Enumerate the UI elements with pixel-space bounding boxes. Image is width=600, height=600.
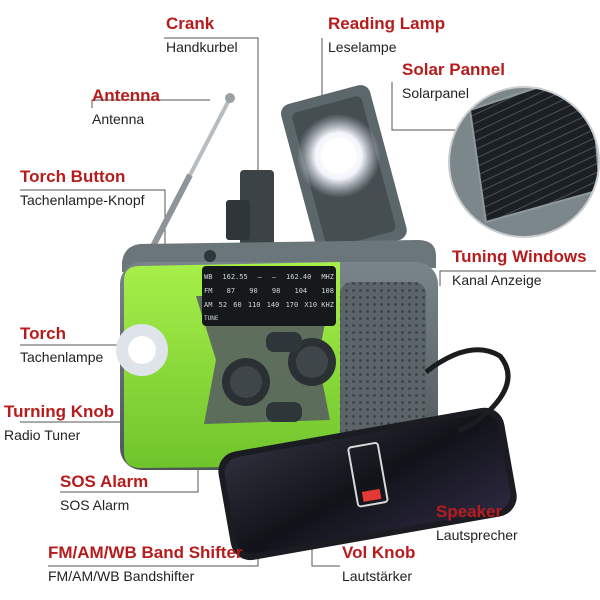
volume-knob bbox=[288, 338, 336, 386]
label-antenna: Antenna Antenna bbox=[92, 86, 192, 127]
crank-handle bbox=[226, 170, 274, 250]
label-torch-button-title: Torch Button bbox=[20, 167, 126, 186]
label-solar-subtitle: Solarpanel bbox=[402, 84, 469, 101]
label-antenna-subtitle: Antenna bbox=[92, 110, 145, 127]
label-torch-title: Torch bbox=[20, 324, 66, 343]
label-turning-knob-subtitle: Radio Tuner bbox=[4, 426, 81, 443]
tuning-window bbox=[202, 266, 336, 326]
dial-row-am: AM 52 60 110 140 170 X10 KHZ bbox=[204, 301, 334, 309]
label-speaker: Speaker Lautsprecher bbox=[436, 502, 556, 543]
label-band-shifter-subtitle: FM/AM/WB Bandshifter bbox=[48, 567, 195, 584]
label-crank-subtitle: Handkurbel bbox=[166, 38, 238, 55]
label-band-shifter: FM/AM/WB Band Shifter FM/AM/WB Bandshift… bbox=[48, 543, 258, 584]
smartphone bbox=[218, 407, 517, 561]
antenna-rod bbox=[147, 93, 235, 254]
leader-antenna bbox=[91, 99, 210, 108]
label-solar: Solar Pannel Solarpanel bbox=[402, 60, 522, 101]
usb-cable bbox=[424, 347, 511, 433]
label-tuning-window-title: Tuning Windows bbox=[452, 247, 587, 266]
label-band-shifter-title: FM/AM/WB Band Shifter bbox=[48, 543, 243, 562]
label-sos-alarm-title: SOS Alarm bbox=[60, 472, 149, 491]
band-switch bbox=[266, 332, 302, 352]
sos-switch bbox=[266, 402, 302, 422]
label-sos-alarm-subtitle: SOS Alarm bbox=[60, 496, 130, 513]
reading-lamp-panel bbox=[281, 85, 407, 259]
label-sos-alarm: SOS Alarm SOS Alarm bbox=[60, 472, 180, 513]
label-vol-knob-subtitle: Lautstärker bbox=[342, 567, 413, 584]
label-speaker-subtitle: Lautsprecher bbox=[436, 526, 518, 543]
label-speaker-title: Speaker bbox=[436, 502, 503, 521]
label-torch-button: Torch Button Tachenlampe-Knopf bbox=[20, 167, 170, 208]
label-torch: Torch Tachenlampe bbox=[20, 324, 120, 365]
speaker-grill bbox=[340, 282, 426, 452]
leader-crank bbox=[164, 37, 259, 170]
label-antenna-title: Antenna bbox=[92, 86, 160, 105]
dial-row-fm: FM 87 90 98 104 108 bbox=[204, 287, 334, 295]
label-turning-knob-title: Turning Knob bbox=[4, 402, 115, 421]
label-solar-title: Solar Pannel bbox=[402, 60, 505, 79]
leader-tuning bbox=[439, 270, 596, 286]
tuning-knob bbox=[222, 358, 270, 406]
label-tuning-window-subtitle: Kanal Anzeige bbox=[452, 271, 542, 288]
label-tuning-window: Tuning Windows Kanal Anzeige bbox=[452, 247, 594, 288]
leader-solar bbox=[391, 82, 455, 131]
dial-tune-label: TUNE bbox=[204, 315, 219, 322]
label-crank: Crank Handkurbel bbox=[166, 14, 262, 55]
dial-row-wb: WB 162.55 — — 162.40 MHZ bbox=[204, 273, 334, 281]
label-crank-title: Crank bbox=[166, 14, 215, 33]
label-torch-button-subtitle: Tachenlampe-Knopf bbox=[20, 191, 145, 208]
solar-inset bbox=[448, 86, 600, 238]
label-vol-knob: Vol Knob Lautstärker bbox=[342, 543, 462, 584]
label-lamp-title: Reading Lamp bbox=[328, 14, 446, 33]
dial-readout: WB 162.55 — — 162.40 MHZ FM 87 90 98 104… bbox=[204, 270, 334, 326]
label-vol-knob-title: Vol Knob bbox=[342, 543, 416, 562]
label-lamp: Reading Lamp Leselampe bbox=[328, 14, 458, 55]
label-lamp-subtitle: Leselampe bbox=[328, 38, 397, 55]
label-turning-knob: Turning Knob Radio Tuner bbox=[4, 402, 154, 443]
label-torch-subtitle: Tachenlampe bbox=[20, 348, 104, 365]
